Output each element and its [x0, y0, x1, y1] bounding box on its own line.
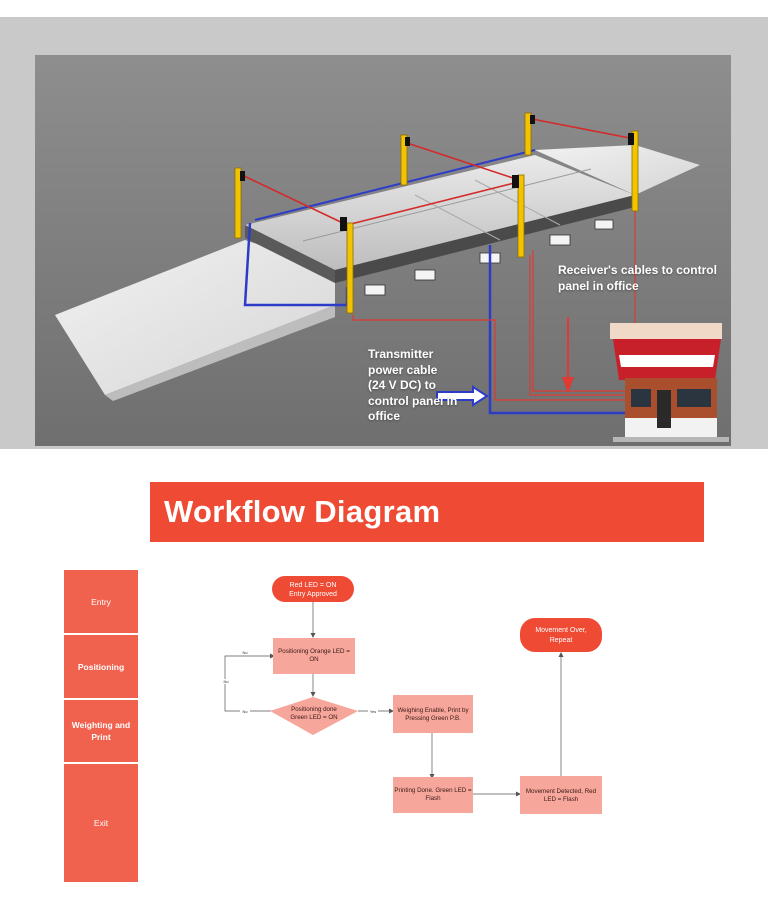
node-start: Red LED = ON Entry Approved	[272, 576, 354, 602]
node-decision: Positioning done Green LED = ON	[270, 697, 358, 735]
node-weighing: Weighing Enable, Print by Pressing Green…	[393, 695, 473, 733]
svg-text:Positioning Orange LED =: Positioning Orange LED =	[278, 648, 350, 655]
edge-label-no-top: No	[242, 650, 248, 655]
transmitter-arrow	[436, 385, 489, 407]
right-ramp	[535, 145, 700, 195]
edge-label-yes: Yes	[370, 709, 377, 714]
lane-exit: Exit	[64, 764, 138, 882]
node-movement-detected: Movement Detected, Red LED = Flash	[520, 776, 602, 814]
svg-text:Printing Done. Green LED =: Printing Done. Green LED =	[394, 787, 472, 794]
edge-label-no-side: No	[223, 679, 229, 684]
workflow-title: Workflow Diagram	[164, 494, 441, 529]
svg-text:Green LED = ON: Green LED = ON	[290, 714, 337, 721]
node-positioning: Positioning Orange LED = ON	[273, 638, 355, 674]
receiver-cables-label: Receiver's cables to control panel in of…	[558, 263, 717, 293]
svg-text:Entry Approved: Entry Approved	[289, 591, 337, 598]
lane-entry: Entry	[64, 570, 138, 633]
node-printing: Printing Done. Green LED = Flash	[393, 777, 473, 813]
svg-text:Flash: Flash	[425, 795, 441, 802]
weighbridge-deck	[245, 155, 635, 270]
svg-text:Pressing Green P.B.: Pressing Green P.B.	[405, 715, 461, 722]
transmitter-cable-label: Transmitter power cable (24 V DC) to con…	[368, 347, 458, 423]
illustration-frame: Receiver's cables to control panel in of…	[0, 17, 768, 449]
node-end: Movement Over, Repeat	[520, 618, 602, 652]
lane-positioning: Positioning	[64, 635, 138, 698]
svg-text:ON: ON	[309, 656, 318, 663]
weighbridge-illustration	[35, 55, 731, 446]
office-building	[610, 323, 729, 442]
svg-text:Positioning done: Positioning done	[291, 706, 337, 713]
svg-text:LED = Flash: LED = Flash	[544, 796, 579, 803]
left-ramp	[55, 240, 335, 395]
svg-text:Movement Over,: Movement Over,	[535, 627, 586, 634]
workflow-flowchart: No No No Yes Red LED = ON Entry Approved…	[222, 576, 602, 814]
workflow-title-banner: Workflow Diagram	[150, 482, 704, 542]
svg-text:Weighing Enable, Print by: Weighing Enable, Print by	[397, 707, 469, 714]
svg-text:Movement Detected, Red: Movement Detected, Red	[526, 788, 597, 795]
svg-text:Repeat: Repeat	[550, 637, 573, 644]
lane-weighting-and-print: Weighting and Print	[64, 700, 138, 762]
edge-label-no-bottom: No	[242, 709, 248, 714]
svg-text:Red LED = ON: Red LED = ON	[290, 582, 337, 589]
